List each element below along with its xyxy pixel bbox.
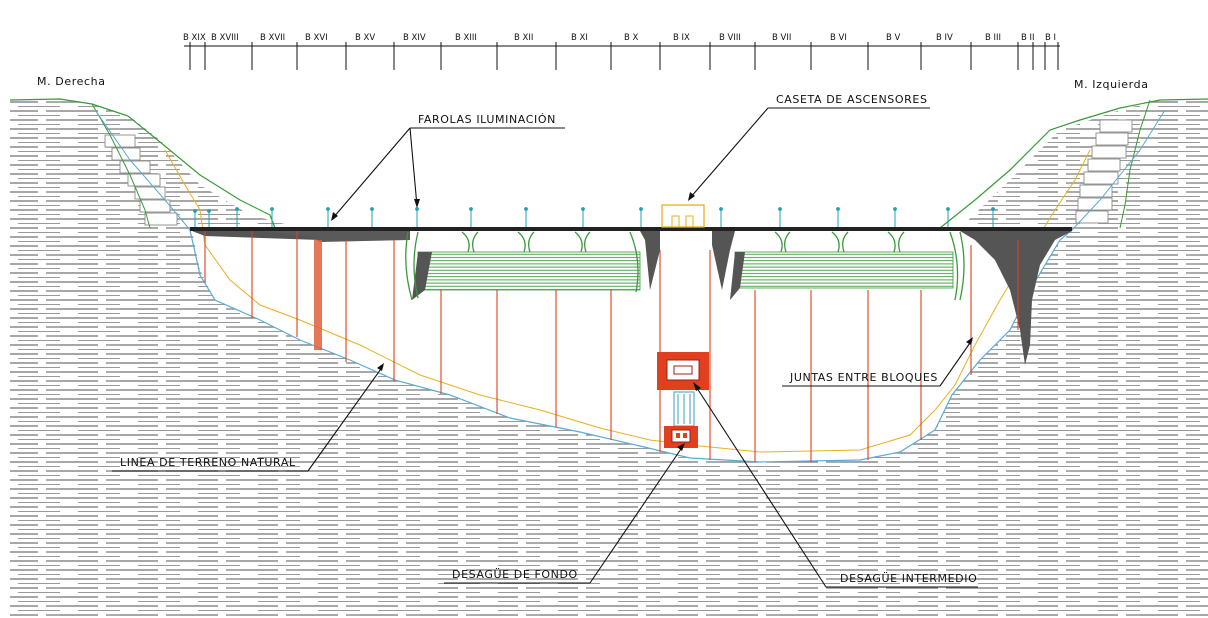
bottom-outlet-arrow (677, 443, 685, 451)
block-label-10: B X (624, 33, 639, 43)
block-label-7: B VII (772, 33, 791, 43)
bottom-outlet (664, 426, 698, 448)
terrain-yellow-line (164, 149, 1091, 453)
intermediate-outlet (657, 352, 709, 427)
joints-leader (939, 339, 973, 387)
elevator-house-label: CASETA DE ASCENSORES (776, 93, 928, 106)
terrain-green-right-2 (1119, 99, 1151, 229)
block-joints (204, 231, 1019, 462)
streetlights-arrow-1 (331, 212, 338, 221)
streetlights-leader-1 (332, 127, 411, 219)
block-label-11: B XI (571, 33, 588, 43)
block-label-12: B XII (514, 33, 533, 43)
spillway-right-bays (734, 251, 954, 289)
joints-arrow (966, 337, 973, 345)
intermediate-outlet-leader (694, 384, 827, 588)
streetlights-leader-2 (409, 127, 418, 207)
block-label-19: B XIX (183, 33, 206, 43)
terrain-arrow (377, 363, 384, 371)
elevator-arrow (688, 192, 695, 201)
foundation-blue-right-edge (1071, 109, 1166, 231)
elevator-house (661, 204, 705, 228)
block-axis-ruler (184, 42, 1060, 70)
thick-joint-left (314, 240, 322, 350)
intermediate-outlet-label: DESAGÜE INTERMEDIO (840, 572, 977, 585)
left-crest-mass (250, 231, 410, 242)
block-label-8: B VIII (719, 33, 741, 43)
streetlights-label: FAROLAS ILUMINACIÓN (418, 113, 556, 126)
natural-terrain-label: LINEA DE TERRENO NATURAL (120, 456, 296, 469)
spillway-left-bays (417, 251, 641, 291)
block-label-18: B XVIII (211, 33, 239, 43)
block-joints-label: JUNTAS ENTRE BLOQUES (789, 371, 938, 384)
elevator-door-2 (685, 215, 694, 228)
block-label-6: B VI (830, 33, 847, 43)
terrain-green-right (939, 98, 1208, 229)
block-label-1: B I (1045, 33, 1056, 43)
block-label-15: B XV (355, 33, 375, 43)
central-pier-right (712, 231, 735, 290)
block-label-2: B II (1021, 33, 1035, 43)
block-label-17: B XVII (260, 33, 285, 43)
central-pier-left (640, 231, 660, 290)
left-margin-label: M. Izquierda (1074, 78, 1149, 91)
streetlights-arrow-2 (414, 199, 420, 208)
block-label-5: B V (886, 33, 901, 43)
street-lamps (193, 207, 995, 227)
elevator-leader (689, 107, 769, 199)
spillway-left-shadow (412, 252, 432, 300)
block-label-13: B XIII (455, 33, 477, 43)
gate-arches (405, 231, 965, 301)
right-margin-label: M. Derecha (37, 75, 106, 88)
terrain-green-left-2 (91, 103, 151, 229)
terrain-green-left (9, 98, 276, 229)
foundation-blue-line (189, 229, 1073, 463)
crest-road (190, 227, 1072, 231)
bottom-outlet-leader (589, 445, 684, 584)
block-label-3: B III (985, 33, 1001, 43)
block-label-9: B IX (673, 33, 690, 43)
terrain-leader (307, 365, 384, 472)
right-dark-mass (960, 231, 1072, 365)
intermediate-outlet-arrow (693, 382, 701, 391)
block-label-4: B IV (936, 33, 953, 43)
block-label-16: B XVI (305, 33, 328, 43)
block-label-14: B XIV (403, 33, 426, 43)
block-labels: B XIX B XVIII B XVII B XVI B XV B XIV B … (183, 33, 1056, 43)
bottom-outlet-label: DESAGÜE DE FONDO (452, 568, 578, 581)
elevator-door-1 (671, 215, 680, 228)
spillway-right-shadow (730, 252, 745, 300)
foundation-blue-left-edge (94, 109, 191, 231)
right-abutment (1075, 119, 1133, 224)
